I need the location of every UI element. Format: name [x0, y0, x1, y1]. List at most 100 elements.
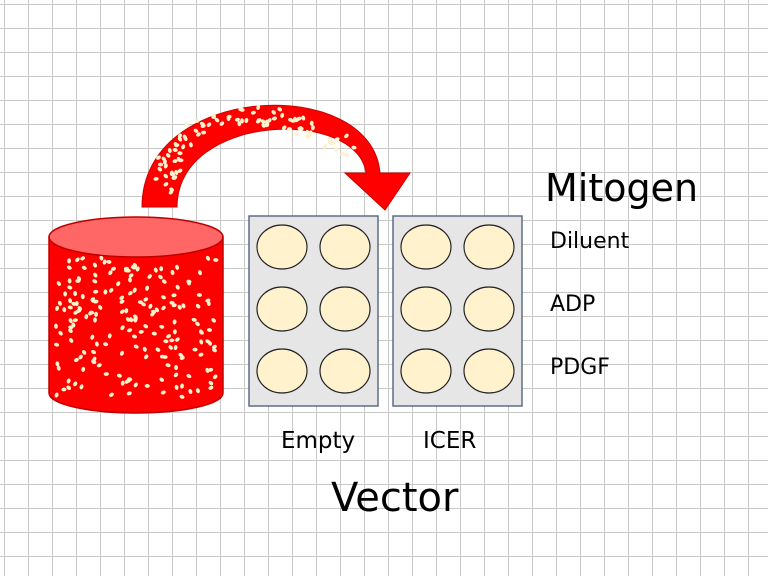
vector-title: Vector — [331, 475, 459, 521]
cell-dot — [192, 347, 198, 352]
cell-dot — [80, 294, 85, 300]
cell-dot — [67, 278, 72, 284]
well — [463, 224, 515, 270]
cell-dot — [128, 290, 133, 296]
cell-dot — [58, 330, 63, 336]
cell-dot — [66, 385, 72, 390]
cell-dot — [183, 136, 188, 142]
cell-dot — [143, 324, 149, 329]
cell-dot — [237, 121, 242, 127]
cell-dot — [161, 305, 166, 311]
cell-dot — [124, 308, 129, 314]
cell-dot — [175, 264, 180, 270]
cell-dot — [174, 169, 179, 176]
cell-dot — [181, 303, 186, 309]
cell-dot — [177, 168, 183, 173]
cell-dot — [107, 333, 112, 339]
cell-dot — [173, 372, 179, 378]
cell-dot — [213, 258, 219, 262]
cell-dot — [69, 338, 74, 343]
cell-dot — [208, 380, 214, 386]
well-plate — [248, 215, 379, 407]
cell-dot — [172, 159, 178, 164]
cell-dot — [68, 328, 73, 333]
cell-dot — [67, 305, 73, 310]
cell-dot — [256, 119, 261, 124]
cell-dot — [256, 104, 261, 110]
cell-dot — [294, 131, 299, 137]
cell-dot — [128, 273, 134, 278]
cell-dot — [181, 144, 186, 150]
cell-dot — [94, 311, 99, 317]
cell-dot — [344, 133, 349, 139]
cell-dot — [106, 259, 112, 264]
well — [256, 224, 308, 270]
cell-dot — [186, 280, 191, 286]
cell-dot — [126, 391, 132, 396]
cell-dot — [327, 137, 333, 142]
cell-dot — [92, 262, 98, 268]
cell-dot — [119, 299, 125, 304]
cell-dot — [67, 258, 72, 264]
cell-dot — [130, 265, 136, 270]
cell-dot — [155, 347, 161, 352]
cell-dot — [261, 122, 266, 128]
cell-dot — [201, 130, 207, 135]
cell-dot — [131, 334, 138, 339]
cell-dot — [172, 319, 177, 325]
cell-dot — [240, 118, 244, 124]
cylinder-top — [48, 216, 224, 258]
cell-dot — [72, 318, 78, 323]
cell-dot — [305, 129, 311, 135]
cell-dot — [179, 355, 185, 360]
cell-dot — [153, 267, 158, 273]
cell-dot — [188, 388, 193, 395]
cell-dot — [55, 361, 60, 367]
cell-dot — [177, 133, 182, 139]
cell-dot — [193, 128, 199, 134]
cell-dot — [66, 265, 72, 270]
well — [463, 348, 515, 394]
cell-dot — [330, 140, 336, 146]
cell-dot — [93, 289, 99, 294]
cell-dot — [322, 143, 328, 149]
cell-dot — [177, 151, 183, 156]
cell-dot — [153, 176, 159, 181]
cell-dot — [147, 274, 152, 279]
cell-dot — [63, 291, 68, 297]
cell-dot — [168, 189, 174, 195]
cell-dot — [67, 285, 73, 290]
cell-dot — [172, 148, 178, 152]
vector-label-empty: Empty — [281, 428, 356, 454]
treatment-label-adp: ADP — [550, 292, 596, 317]
cell-dot — [128, 277, 132, 283]
cell-dot — [158, 162, 164, 167]
well — [400, 224, 452, 270]
cell-dot — [119, 350, 125, 356]
cell-dot — [92, 356, 97, 362]
cell-dot — [271, 116, 278, 121]
cell-dot — [93, 272, 98, 278]
cell-dot — [208, 385, 214, 390]
cell-dot — [179, 394, 185, 399]
cell-dot — [133, 382, 138, 388]
cell-dot — [196, 132, 201, 137]
cell-dot — [194, 119, 200, 123]
cell-dot — [73, 290, 78, 297]
cell-dot — [219, 121, 225, 126]
cell-dot — [286, 127, 293, 131]
cell-dot — [116, 281, 121, 287]
treatment-label-pdgf: PDGF — [550, 355, 610, 380]
cell-dot — [170, 269, 175, 276]
cell-dot — [54, 323, 58, 329]
cell-dot — [195, 388, 200, 394]
cell-dot — [205, 255, 211, 261]
cell-dot — [127, 377, 133, 382]
well-plate — [392, 215, 523, 407]
cell-dot — [94, 341, 99, 347]
cell-dot — [120, 325, 125, 331]
cell-dot — [309, 120, 314, 126]
cell-dot — [56, 365, 61, 371]
cell-dot — [226, 114, 232, 119]
cell-dot — [89, 310, 95, 315]
